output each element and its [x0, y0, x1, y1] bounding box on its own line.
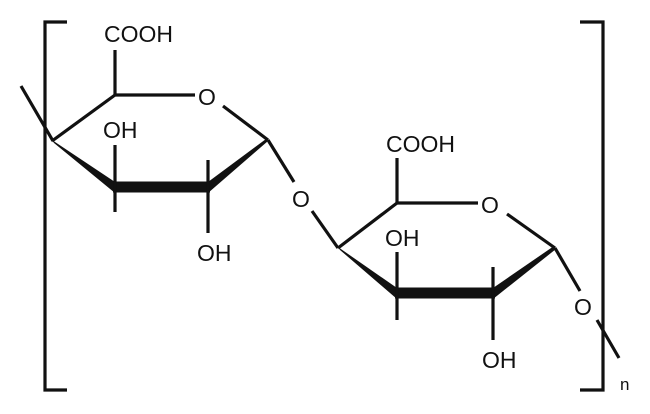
hydroxyl-bottom-label: OH [482, 347, 517, 373]
c4-c5-bond [51, 93, 116, 143]
hydroxyl-bottom-label: OH [197, 240, 232, 266]
o-c4-bond [310, 210, 340, 249]
left-bracket [43, 20, 67, 392]
o-c1-bond [222, 104, 269, 142]
hydroxyl-top-label: OH [385, 225, 420, 251]
terminal-oxygen-label: O [574, 294, 592, 320]
wedge-bond [493, 246, 556, 299]
repeat-subscript: n [620, 375, 629, 394]
right-bracket [580, 20, 605, 392]
carboxyl-label: COOH [104, 21, 173, 47]
c4-c5-bond [337, 201, 398, 250]
o-c1-bond [506, 212, 556, 250]
ring-oxygen-label: O [481, 192, 499, 218]
ring-oxygen-label: O [198, 84, 216, 110]
sugar-unit-2: COOH O OH OH [337, 131, 582, 373]
wedge-bond [52, 140, 115, 193]
carboxyl-label: COOH [386, 131, 455, 157]
sugar-unit-1: COOH O OH OH [19, 21, 296, 266]
c1-o-bond [266, 139, 296, 183]
glycosidic-oxygen-label: O [292, 186, 310, 212]
hydroxyl-top-label: OH [103, 117, 138, 143]
wedge-bond [338, 247, 397, 299]
wedge-bond [208, 139, 268, 193]
chain-bond-in [19, 85, 55, 142]
chain-bond-out [595, 319, 621, 359]
c1-o-bond [553, 247, 582, 292]
